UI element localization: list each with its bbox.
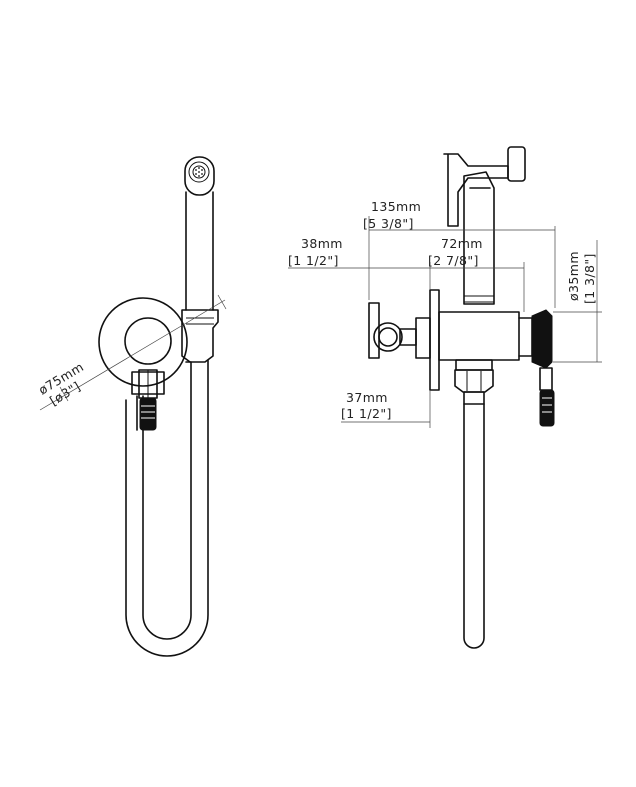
side-wall-bracket: [368, 289, 440, 391]
dimension-135-imperial: [5 3/8"]: [363, 216, 414, 231]
front-diameter-dimension: ø75mm [ø3"]: [36, 294, 227, 411]
dimension-37-metric: 37mm: [346, 390, 388, 405]
dimension-38-imperial: [1 1/2"]: [288, 253, 339, 268]
dimension-135-metric: 135mm: [371, 199, 421, 214]
front-valve: [131, 369, 165, 431]
dimension-35: ø35mm [1 3/8"]: [553, 240, 602, 363]
side-valve-body: [438, 309, 555, 427]
front-view: ø75mm [ø3"]: [36, 156, 227, 657]
front-spray-holder: [181, 309, 219, 363]
dimension-72-imperial: [2 7/8"]: [428, 253, 479, 268]
dimension-135: 135mm [5 3/8"]: [363, 199, 556, 308]
front-hose: [125, 359, 209, 657]
dimension-72-metric: 72mm: [441, 236, 483, 251]
dimension-38-metric: 38mm: [301, 236, 343, 251]
dimension-35-metric: ø35mm: [566, 251, 581, 301]
front-wall-rosette: [98, 297, 188, 387]
side-hand-spray: [443, 146, 526, 305]
dimension-72: 72mm [2 7/8"]: [428, 236, 525, 312]
dimension-38: 38mm [1 1/2"]: [288, 236, 431, 290]
dimension-35-imperial: [1 3/8"]: [582, 253, 597, 304]
side-hose: [454, 359, 494, 649]
dimension-37: 37mm [1 1/2"]: [341, 390, 431, 428]
front-hand-spray: [184, 156, 215, 311]
side-view: 135mm [5 3/8"] 38mm [1 1/2"] 72mm [2 7/8…: [288, 146, 602, 649]
dimension-37-imperial: [1 1/2"]: [341, 406, 392, 421]
